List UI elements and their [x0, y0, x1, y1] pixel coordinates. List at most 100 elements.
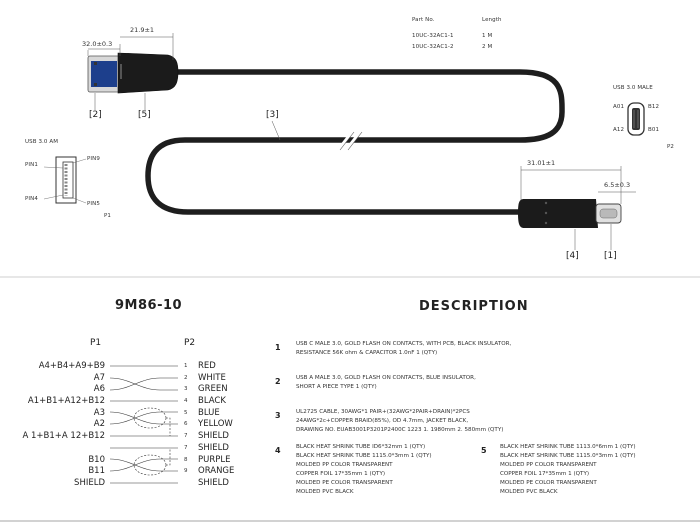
pin-row: 7 SHIELD	[184, 431, 244, 443]
pin-number: 6	[184, 421, 188, 428]
left-pin: A4+B4+A9+B9	[38, 361, 105, 371]
part-no-1: 10UC-32AC1-1	[412, 33, 454, 39]
description-line: COPPER FOIL 17*35mm 1 (QTY)	[296, 471, 386, 477]
pin-number: 7	[184, 433, 188, 440]
pin-number: 2	[184, 374, 188, 381]
pinout-wires	[109, 365, 178, 484]
description-line: RESISTANCE 56K ohm & CAPACITOR 1.0nF 1 (…	[296, 350, 438, 356]
description-line: SHORT A PIECE TYPE 1 (QTY)	[296, 384, 377, 390]
wire-color: YELLOW	[198, 419, 233, 430]
pin-row: 6 YELLOW	[184, 419, 244, 431]
description-line: MOLDED PVC BLACK	[500, 489, 558, 495]
pin-number: 4	[184, 398, 188, 405]
item-number: 4	[275, 446, 281, 455]
left-pin: SHIELD	[74, 477, 105, 488]
length-header: Length	[482, 17, 502, 23]
pinout-title: 9M86-10	[115, 298, 183, 313]
usb-c-connector	[518, 199, 622, 228]
description-line: 24AWG*2c+COPPER BRAID(85%), OD 4.7mm, JA…	[296, 418, 469, 424]
pin-row: 3 GREEN	[184, 384, 244, 396]
pin5-label: PIN5	[87, 201, 100, 207]
left-pin: B10	[88, 454, 105, 465]
callout-1: [1]	[604, 251, 617, 261]
description-title: DESCRIPTION	[419, 299, 529, 314]
usb-a-connector	[87, 52, 179, 94]
callout-3: [3]	[266, 110, 279, 120]
description-line: MOLDED PE COLOR TRANSPARENT	[500, 480, 597, 486]
item-number: 2	[275, 377, 281, 386]
usb-c-end-view	[627, 102, 645, 136]
usb-a-end-view	[43, 156, 87, 204]
p1-column-label: P1	[90, 338, 102, 348]
description-line: USB C MALE 3.0, GOLD FLASH ON CONTACTS, …	[296, 341, 512, 347]
callout-2: [2]	[89, 110, 102, 120]
p2-column-label: P2	[184, 338, 196, 348]
pin-number: 7	[184, 444, 188, 451]
wire-color: WHITE	[198, 372, 226, 383]
pin-number: 5	[184, 409, 188, 416]
description-line: MOLDED PP COLOR TRANSPARENT	[296, 462, 393, 468]
usb-a-title: USB 3.0 AM	[25, 139, 59, 145]
usb-c-title: USB 3.0 MALE	[613, 85, 653, 91]
callout-5: [5]	[138, 110, 151, 120]
left-pin: A3	[93, 407, 105, 418]
dim-usb-c-width: 6.5±0.3	[604, 181, 631, 189]
pin-row: 7 SHIELD	[184, 443, 244, 455]
description-item: USB A MALE 3.0, GOLD FLASH ON CONTACTS, …	[296, 374, 476, 392]
pin-number: 9	[184, 468, 188, 475]
dim-usb-a-length: 21.9±1	[130, 26, 155, 34]
cable	[145, 69, 565, 215]
left-pin: A2	[93, 419, 105, 430]
description-line: BLACK HEAT SHRINK TUBE 1113.0*6mm 1 (QTY…	[500, 444, 636, 450]
description-line: MOLDED PP COLOR TRANSPARENT	[500, 462, 597, 468]
wire-color: GREEN	[198, 384, 228, 395]
pin-row: 5 BLUE	[184, 408, 244, 420]
callout-4: [4]	[566, 251, 579, 261]
left-pin: A6	[93, 384, 105, 395]
pin-row: SHIELD	[184, 478, 244, 490]
length-2: 2 M	[482, 44, 493, 50]
description-line: BLACK HEAT SHRINK TUBE 1115.0*3mm 1 (QTY…	[500, 453, 636, 459]
wire-color: SHIELD	[198, 442, 229, 453]
dim-usb-a-width: 32.0±0.3	[82, 40, 113, 48]
p1-label: P1	[104, 213, 112, 219]
description-item: BLACK HEAT SHRINK TUBE 1113.0*6mm 1 (QTY…	[500, 443, 636, 497]
a12-label: A12	[613, 127, 625, 133]
a01-label: A01	[613, 104, 625, 110]
item-number: 3	[275, 411, 281, 420]
b01-label: B01	[648, 127, 660, 133]
description-line: MOLDED PE COLOR TRANSPARENT	[296, 480, 393, 486]
wire-color: BLUE	[198, 407, 220, 418]
length-1: 1 M	[482, 33, 493, 39]
description-line: BLACK HEAT SHRINK TUBE ID6*32mm 1 (QTY)	[296, 444, 426, 450]
pin-number: 1	[184, 363, 188, 369]
description-item: UL2725 CABLE, 30AWG*1 PAIR+(32AWG*2PAIR+…	[296, 408, 503, 435]
pin-number: 8	[184, 456, 188, 463]
part-no-2: 10UC-32AC1-2	[412, 44, 454, 50]
description-line: COPPER FOIL 17*35mm 1 (QTY)	[500, 471, 590, 477]
description-line: BLACK HEAT SHRINK TUBE 1115.0*3mm 1 (QTY…	[296, 453, 432, 459]
description-line: USB A MALE 3.0, GOLD FLASH ON CONTACTS, …	[296, 375, 476, 381]
pin9-label: PIN9	[87, 156, 100, 162]
p2-label: P2	[667, 144, 675, 150]
pin-number: 3	[184, 386, 188, 393]
description-line: MOLDED PVC BLACK	[296, 489, 354, 495]
pin4-label: PIN4	[25, 196, 38, 202]
description-line: DRAWING NO. EUAB3001P3201P2400C 1223 1. …	[296, 427, 504, 433]
wire-color: SHIELD	[198, 431, 229, 442]
part-no-header: Part No.	[412, 17, 435, 23]
left-pin	[17, 443, 105, 455]
left-pin: B11	[88, 466, 105, 477]
wire-color: SHIELD	[198, 477, 229, 488]
left-pin: A 1+B1+A 12+B12	[22, 431, 105, 442]
left-pin: A1+B1+A12+B12	[27, 396, 105, 407]
left-pin: A7	[93, 372, 105, 383]
b12-label: B12	[648, 104, 660, 110]
item-number: 1	[275, 343, 281, 352]
